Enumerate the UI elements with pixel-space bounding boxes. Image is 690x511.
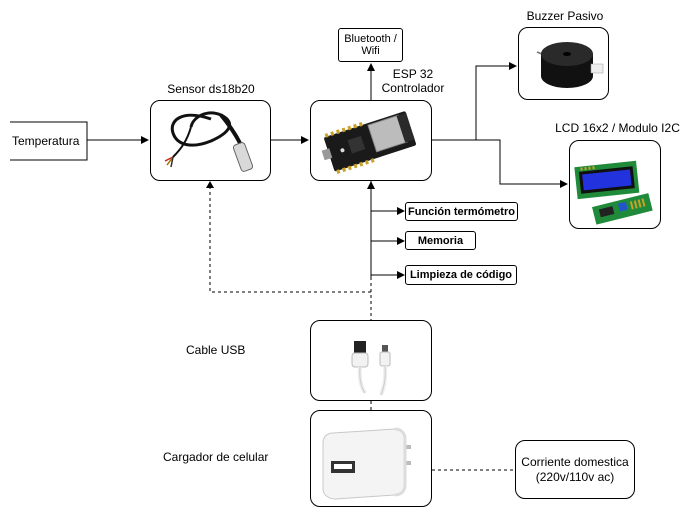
charger-image: [322, 427, 411, 500]
lcd-i2c-image: [574, 160, 653, 225]
charger-block: [310, 410, 432, 507]
bluetooth-wifi-box: Bluetooth / Wifi: [338, 28, 403, 62]
function-limpieza-box: Limpieza de código: [405, 265, 517, 285]
ds18b20-probe-image: [164, 111, 254, 172]
sensor-power-arrowhead: [206, 181, 214, 188]
mains-voltage-label: (220v/110v ac): [535, 469, 615, 484]
esp-bus-arrowhead: [367, 181, 375, 189]
wifi-label: Wifi: [361, 45, 380, 57]
function-memoria-box: Memoria: [405, 231, 476, 250]
charger-label: Cargador de celular: [163, 450, 269, 464]
mains-current-label: Corriente domestica: [521, 454, 629, 469]
buzzer-image: [536, 42, 604, 88]
sensor-title: Sensor ds18b20: [167, 82, 255, 96]
buzzer-title: Buzzer Pasivo: [526, 9, 604, 23]
usb-cable-block: [310, 320, 432, 401]
esp32-subtitle: Controlador: [381, 81, 445, 95]
temperature-label: Temperatura: [12, 134, 80, 148]
lcd-title: LCD 16x2 / Modulo I2C: [555, 121, 680, 135]
mains-current-box: Corriente domestica (220v/110v ac): [515, 440, 635, 499]
esp32-block: [310, 100, 432, 181]
power-to-sensor-dashed: [209, 188, 371, 293]
usb-cable-label: Cable USB: [186, 343, 246, 357]
lcd-block: [569, 140, 661, 229]
sensor-block: [150, 100, 271, 181]
esp32-board-image: [321, 111, 416, 174]
usb-cable-image: [351, 341, 391, 396]
buzzer-block: [518, 27, 609, 100]
esp-to-buzzer-line: [432, 62, 517, 141]
temperature-bracket: [10, 121, 88, 161]
bluetooth-label: Bluetooth /: [344, 33, 397, 45]
function-termometro-box: Función termómetro: [405, 202, 518, 221]
esp32-title: ESP 32: [392, 67, 434, 81]
esp-to-lcd-line: [476, 139, 568, 188]
